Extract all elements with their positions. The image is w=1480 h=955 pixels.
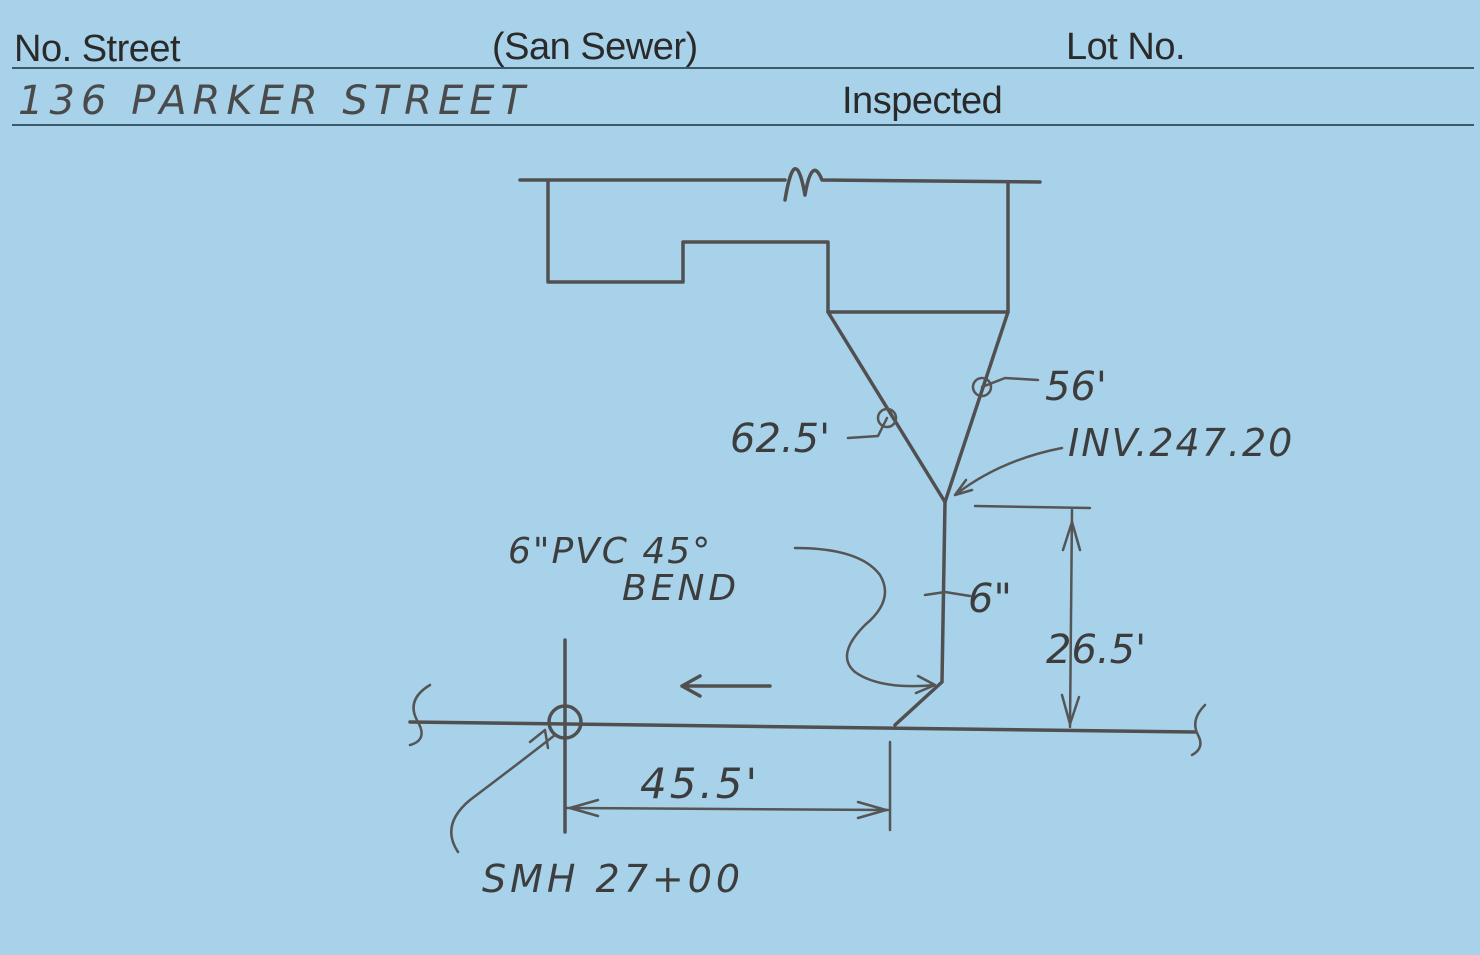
cleanout-right-icon bbox=[971, 376, 993, 398]
lot-number-label: Lot No. bbox=[1066, 26, 1186, 68]
main-break-right bbox=[1190, 703, 1207, 757]
lateral-left bbox=[826, 310, 947, 504]
street-label: No. Street bbox=[14, 28, 181, 70]
lateral-main bbox=[893, 500, 947, 727]
leader-manhole bbox=[450, 728, 557, 854]
header-rule-top bbox=[12, 67, 1474, 69]
cleanout-left-icon bbox=[876, 407, 898, 429]
flow-arrow-icon bbox=[680, 674, 772, 698]
property-line bbox=[518, 167, 1042, 202]
label-bend-line2: BEND bbox=[622, 568, 740, 609]
sewer-main bbox=[408, 720, 1197, 734]
dim-horizontal-arrow-right-icon bbox=[856, 800, 888, 820]
label-manhole: SMH 27+00 bbox=[482, 857, 744, 901]
sewer-type-label: (San Sewer) bbox=[492, 26, 698, 68]
house-outline bbox=[546, 180, 1010, 314]
lateral-right bbox=[943, 310, 1010, 504]
leader-invert bbox=[953, 446, 1064, 497]
label-265: 26.5' bbox=[1046, 627, 1146, 673]
main-break-left bbox=[408, 683, 432, 747]
leader-6in bbox=[923, 590, 972, 598]
leader-625 bbox=[846, 416, 889, 440]
label-bend-line1: 6"PVC 45° bbox=[508, 531, 712, 572]
header-rule-bottom bbox=[12, 124, 1474, 126]
inspected-label: Inspected bbox=[842, 80, 1003, 122]
address-text: 136 PARKER STREET bbox=[18, 78, 531, 124]
dim-horizontal-line bbox=[565, 806, 890, 812]
leader-bend bbox=[793, 546, 937, 695]
dim-vertical-arrow-up-icon bbox=[1061, 520, 1082, 552]
label-pipe-size: 6" bbox=[968, 576, 1012, 622]
label-625: 62.5' bbox=[730, 416, 830, 462]
leader-56 bbox=[980, 376, 1040, 389]
dim-vertical-arrow-down-icon bbox=[1060, 693, 1081, 726]
label-invert: INV.247.20 bbox=[1068, 421, 1294, 465]
dim-vertical-ext bbox=[973, 504, 1092, 510]
dim-vertical-line bbox=[1068, 508, 1074, 729]
label-56: 56' bbox=[1045, 364, 1107, 410]
label-455: 45.5' bbox=[640, 759, 760, 808]
dim-horizontal-arrow-left-icon bbox=[568, 798, 600, 818]
